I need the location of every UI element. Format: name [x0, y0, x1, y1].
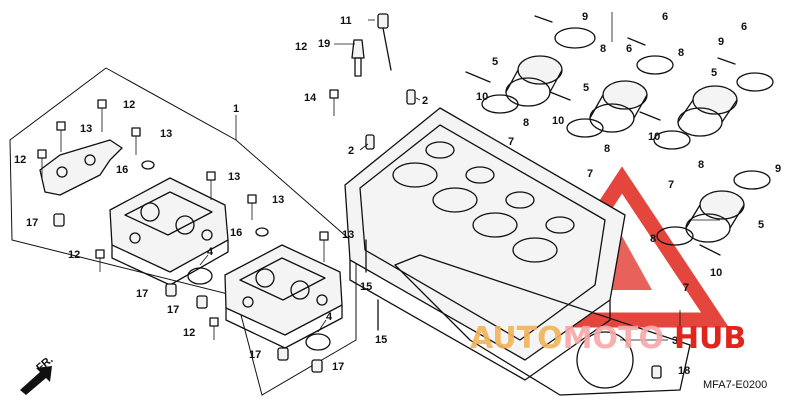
callout-17: 17	[332, 361, 344, 373]
callout-4: 4	[326, 311, 333, 323]
watermark-moto: MOTO	[563, 321, 664, 356]
callout-19: 19	[318, 38, 330, 50]
callout-5: 5	[711, 67, 717, 79]
callout-12: 12	[183, 327, 195, 339]
callout-10: 10	[476, 91, 488, 103]
cam-holder-bolts	[37, 89, 339, 340]
spark-plug-and-stud	[351, 13, 392, 77]
callout-10: 10	[552, 115, 564, 127]
callout-17: 17	[26, 217, 38, 229]
front-direction-arrow: FR.	[20, 354, 56, 395]
diagram-code: MFA7-E0200	[703, 379, 767, 391]
callout-6: 6	[741, 21, 747, 33]
callout-7: 7	[683, 282, 689, 294]
callout-13: 13	[272, 194, 284, 206]
callout-13: 13	[160, 128, 172, 140]
callout-11: 11	[340, 15, 352, 27]
watermark-logo: AUTOMOTO HUB	[470, 321, 746, 356]
callout-18: 18	[678, 365, 690, 377]
callout-15: 15	[375, 334, 387, 346]
callout-6: 6	[626, 43, 632, 55]
callout-3: 3	[672, 335, 678, 347]
callout-7: 7	[587, 168, 593, 180]
callout-10: 10	[648, 131, 660, 143]
callout-9: 9	[775, 163, 781, 175]
watermark-auto: AUTO	[470, 321, 563, 356]
callout-7: 7	[668, 179, 674, 191]
cam-bridge-left	[39, 139, 123, 196]
callout-14: 14	[304, 92, 317, 104]
callout-8: 8	[600, 43, 606, 55]
callout-10: 10	[710, 267, 722, 279]
clamp-screws	[465, 15, 736, 256]
callout-4: 4	[207, 246, 214, 258]
callout-5: 5	[583, 82, 589, 94]
watermark-hub: HUB	[674, 321, 746, 356]
callout-8: 8	[698, 159, 704, 171]
callout-13: 13	[80, 123, 92, 135]
cam-holder-lower	[224, 244, 343, 349]
callout-2: 2	[348, 145, 354, 157]
callout-7: 7	[508, 136, 514, 148]
callout-15: 15	[360, 281, 372, 293]
callout-16: 16	[116, 164, 128, 176]
small-parts	[53, 160, 331, 373]
callout-1: 1	[233, 103, 239, 115]
head-gasket	[394, 254, 691, 396]
callout-9: 9	[718, 36, 724, 48]
leader-lines	[199, 12, 720, 341]
callout-12: 12	[295, 41, 307, 53]
intake-insulators	[481, 27, 774, 246]
head-studs-dowels	[365, 89, 662, 379]
callout-labels: 1 2 2 3 4 4 5 5 5 5 6 6 6 7 7 7 7 8 8 8 …	[14, 11, 781, 377]
fr-label: FR.	[34, 354, 55, 375]
callout-8: 8	[604, 143, 610, 155]
callout-13: 13	[228, 171, 240, 183]
callout-8: 8	[523, 117, 529, 129]
callout-12: 12	[123, 99, 135, 111]
cylinder-head	[344, 107, 626, 381]
callout-13: 13	[342, 229, 354, 241]
callout-16: 16	[230, 227, 242, 239]
callout-17: 17	[136, 288, 148, 300]
callout-12: 12	[14, 154, 26, 166]
callout-17: 17	[249, 349, 261, 361]
callout-2: 2	[422, 95, 428, 107]
cam-holder-upper	[109, 177, 229, 286]
callout-6: 6	[662, 11, 668, 23]
callout-17: 17	[167, 304, 179, 316]
callout-8: 8	[650, 233, 656, 245]
callout-12: 12	[68, 249, 80, 261]
cam-holder-group-outline	[9, 67, 357, 396]
callout-9: 9	[582, 11, 588, 23]
callout-5: 5	[758, 219, 764, 231]
gasket-bore	[576, 331, 634, 389]
callout-5: 5	[492, 56, 498, 68]
callout-8: 8	[678, 47, 684, 59]
